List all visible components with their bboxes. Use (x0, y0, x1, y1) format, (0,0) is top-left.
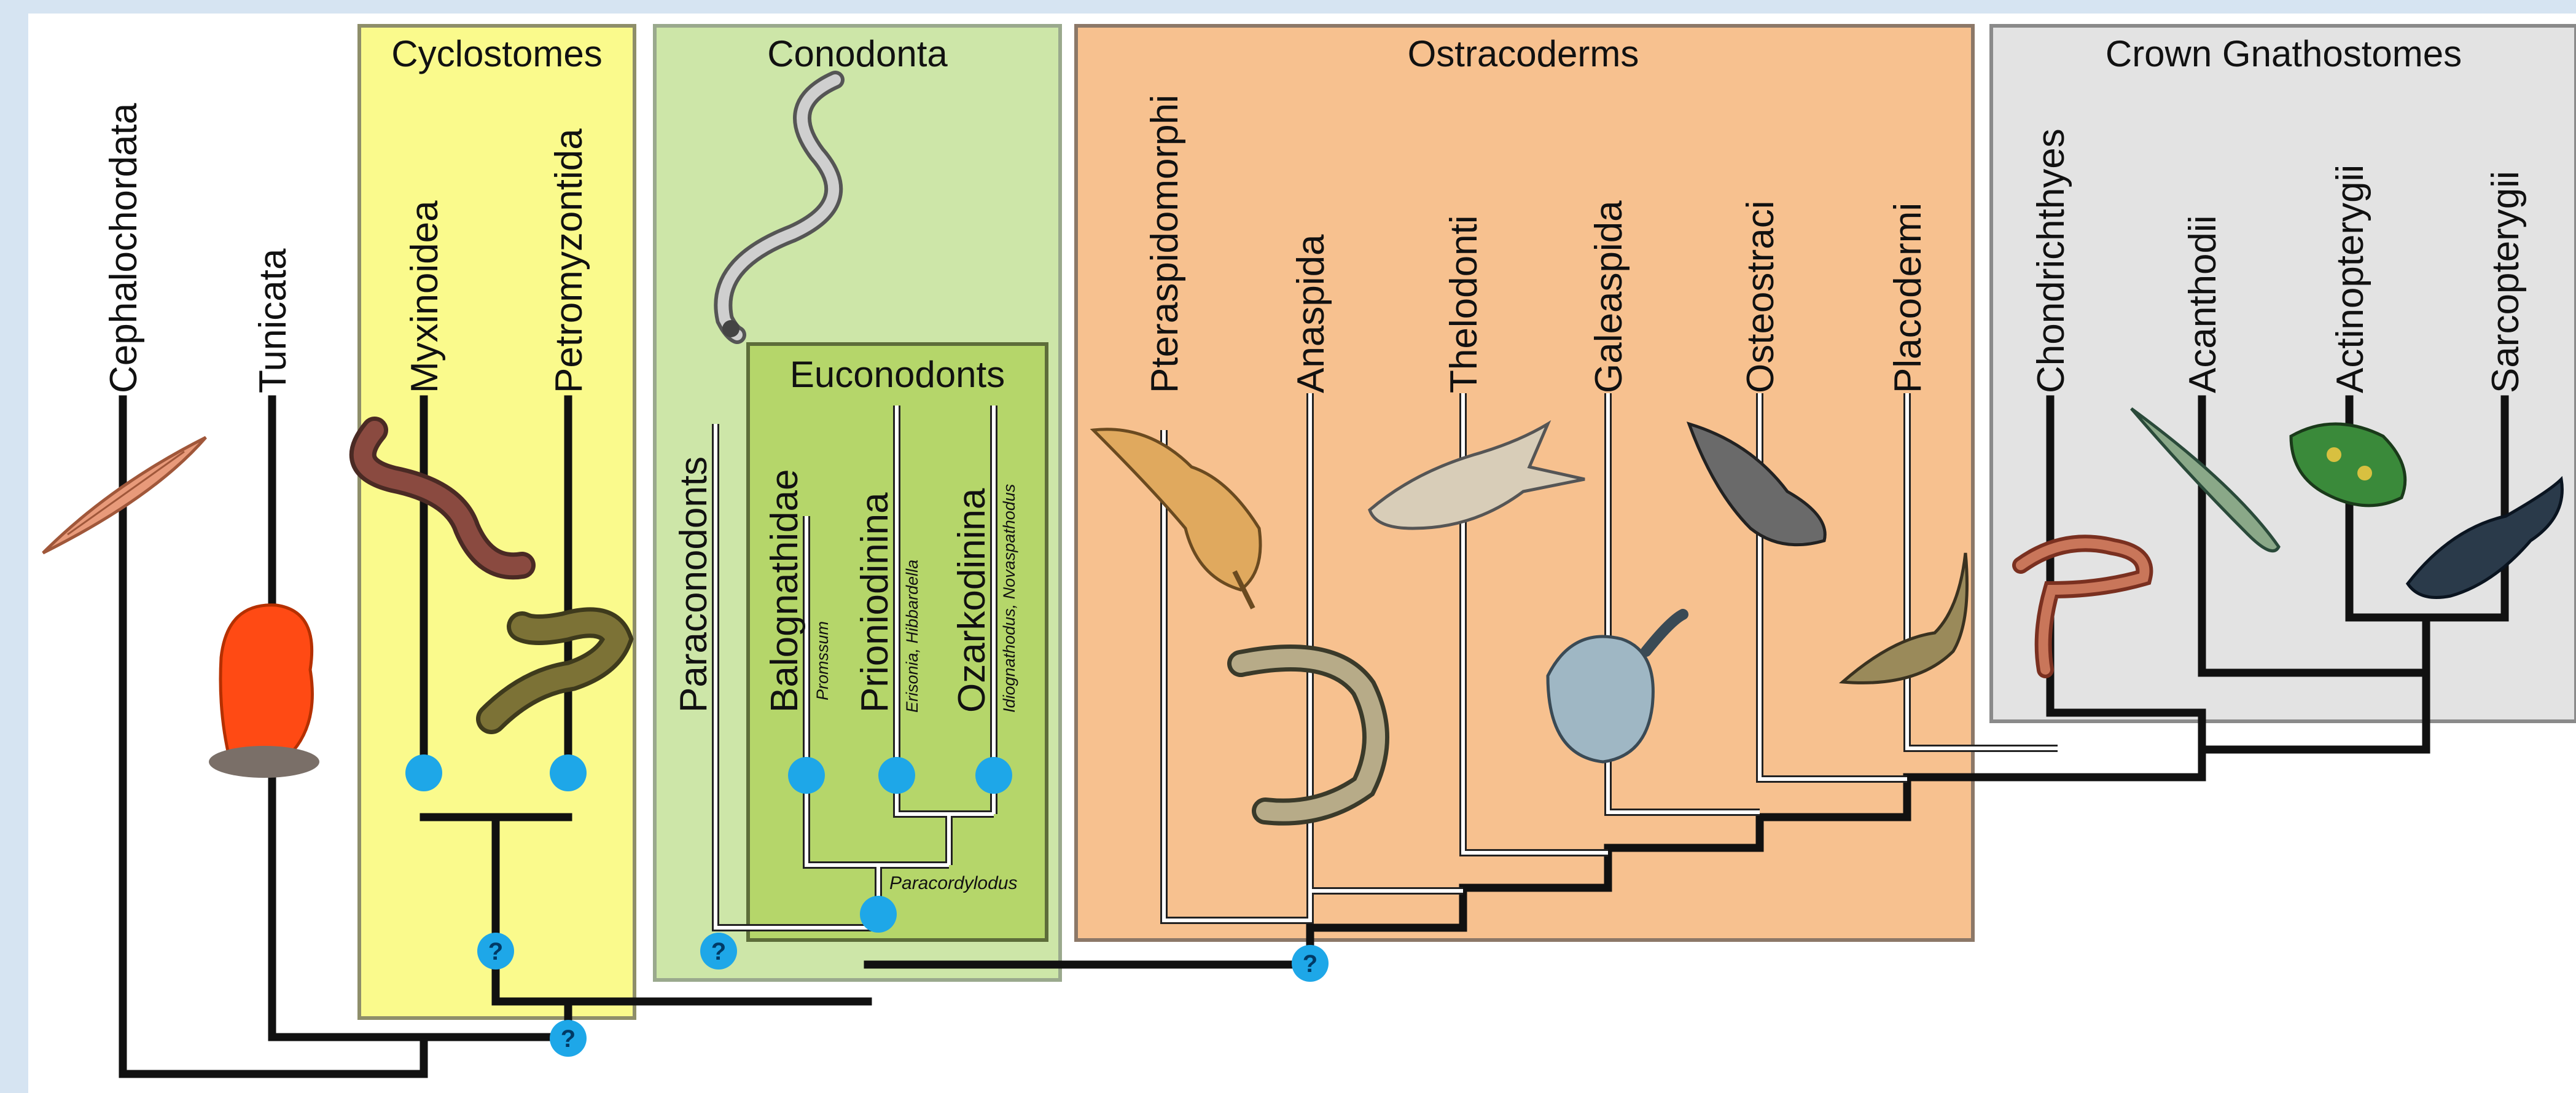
taxon-label-petromyzontida: Petromyzontida (548, 128, 590, 393)
taxon-label-osteostraci: Osteostraci (1739, 200, 1782, 393)
cyclostomes-label: Cyclostomes (391, 33, 602, 74)
paracordylodus-note: Paracordylodus (889, 873, 1017, 893)
taxon-note-ozarkodinina: Idiognathodus, Novaspathodus (1000, 484, 1018, 713)
taxon-note-balognathidae: Promssum (813, 621, 832, 700)
ostracoderms-label: Ostracoderms (1408, 33, 1639, 74)
euconodonts-label: Euconodonts (790, 354, 1005, 395)
taxon-note-prioniodinina: Erisonia, Hibbardella (903, 560, 921, 713)
taxon-label-balognathidae: Balognathidae (763, 469, 806, 713)
taxon-label-paraconodonts: Paraconodonts (673, 456, 715, 713)
taxon-label-anaspida: Anaspida (1290, 234, 1332, 393)
uncertain-mark: ? (711, 938, 726, 965)
node-marker (975, 757, 1012, 794)
node-marker (550, 754, 587, 791)
taxon-label-actinopterygii: Actinopterygii (2329, 165, 2371, 393)
uncertain-mark: ? (561, 1025, 576, 1052)
node-marker (405, 754, 442, 791)
taxon-label-chondrichthyes: Chondrichthyes (2030, 128, 2072, 393)
taxon-label-ozarkodinina: Ozarkodinina (951, 488, 993, 713)
taxon-label-pteraspidomorphi: Pteraspidomorphi (1144, 95, 1186, 393)
crown-gnathostomes-label: Crown Gnathostomes (2106, 33, 2462, 74)
taxon-label-myxinoidea: Myxinoidea (404, 200, 446, 393)
node-marker (860, 896, 897, 933)
taxon-label-prioniodinina: Prioniodinina (854, 492, 896, 713)
uncertain-mark: ? (1303, 950, 1317, 977)
node-marker (878, 757, 915, 794)
conodonta-label: Conodonta (767, 33, 948, 74)
taxon-label-sarcopterygii: Sarcopterygii (2484, 171, 2527, 393)
taxon-label-placodermi: Placodermi (1887, 203, 1929, 393)
taxon-label-galeaspida: Galeaspida (1588, 200, 1630, 393)
uncertain-mark: ? (488, 938, 503, 965)
taxon-label-cephalochordata: Cephalochordata (103, 103, 145, 393)
taxon-label-thelodonti: Thelodonti (1443, 215, 1485, 393)
taxon-label-acanthodii: Acanthodii (2182, 215, 2224, 393)
taxon-label-tunicata: Tunicata (252, 248, 294, 393)
node-marker (788, 757, 825, 794)
